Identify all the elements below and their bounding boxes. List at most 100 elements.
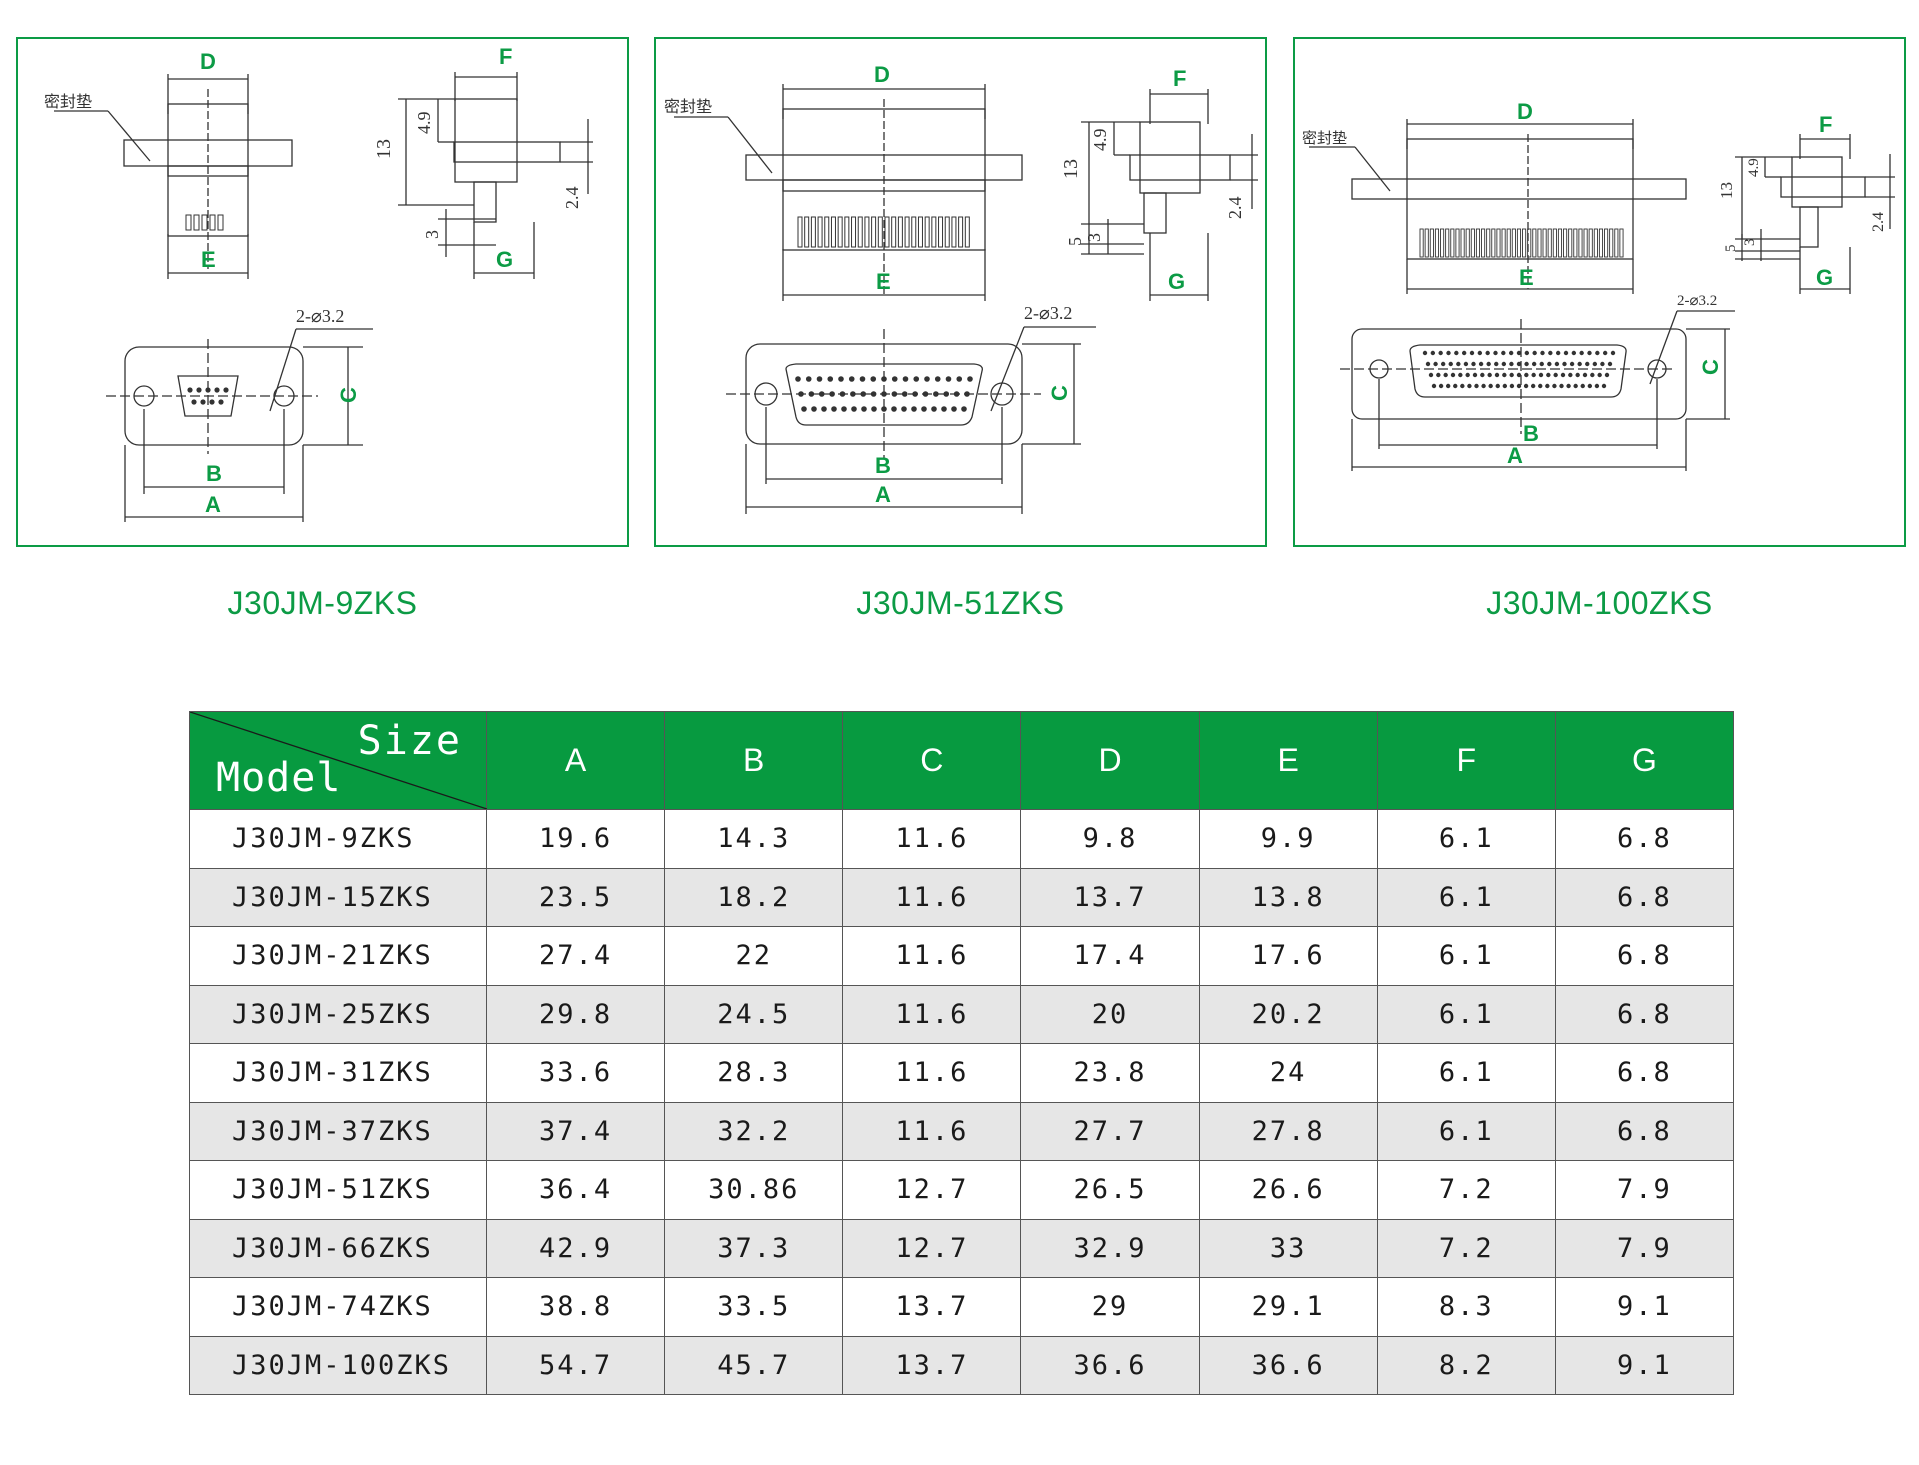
value-cell-f: 8.2 xyxy=(1376,1335,1556,1395)
model-cell: J30JM-25ZKS xyxy=(189,984,487,1044)
value-cell-d: 36.6 xyxy=(1020,1335,1200,1395)
value-cell-g: 6.8 xyxy=(1554,926,1735,986)
value-cell-g: 6.8 xyxy=(1554,809,1735,869)
value-cell-e: 33 xyxy=(1198,1218,1378,1278)
front-view: D E 密封垫 xyxy=(44,49,293,279)
bottom-view: 2-⌀3.2 C B A xyxy=(1340,293,1735,471)
model-cell: J30JM-9ZKS xyxy=(189,809,487,869)
value-cell-d: 20 xyxy=(1020,984,1200,1044)
value-cell-d: 27.7 xyxy=(1020,1101,1200,1161)
value-cell-a: 33.6 xyxy=(485,1043,666,1103)
value-cell-f: 6.1 xyxy=(1376,867,1556,927)
dim-e-label: E xyxy=(201,247,216,272)
value-cell-a: 36.4 xyxy=(485,1160,666,1220)
value-cell-g: 7.9 xyxy=(1554,1160,1735,1220)
value-cell-c: 11.6 xyxy=(842,1043,1022,1103)
value-cell-e: 24 xyxy=(1198,1043,1378,1103)
value-cell-a: 23.5 xyxy=(485,867,666,927)
model-cell: J30JM-74ZKS xyxy=(189,1277,487,1337)
model-heading: Model xyxy=(216,755,342,801)
value-cell-b: 45.7 xyxy=(664,1335,844,1395)
dim-g-label: G xyxy=(1816,265,1833,290)
value-cell-c: 12.7 xyxy=(842,1218,1022,1278)
col-header-d: D xyxy=(1020,711,1200,810)
side-dim-3: 3 xyxy=(422,230,442,239)
side-dim-2-4: 2.4 xyxy=(562,187,582,210)
value-cell-b: 33.5 xyxy=(664,1277,844,1337)
value-cell-a: 38.8 xyxy=(485,1277,666,1337)
side-view: F 13 4.9 2.4 5 3 G xyxy=(1060,66,1258,301)
value-cell-b: 30.86 xyxy=(664,1160,844,1220)
value-cell-d: 32.9 xyxy=(1020,1218,1200,1278)
value-cell-c: 11.6 xyxy=(842,1101,1022,1161)
col-header-e: E xyxy=(1198,711,1378,810)
value-cell-a: 37.4 xyxy=(485,1101,666,1161)
value-cell-c: 11.6 xyxy=(842,984,1022,1044)
value-cell-a: 19.6 xyxy=(485,809,666,869)
value-cell-d: 29 xyxy=(1020,1277,1200,1337)
col-header-a: A xyxy=(485,711,666,810)
value-cell-f: 6.1 xyxy=(1376,1043,1556,1103)
dim-b-label: B xyxy=(206,461,222,486)
model-cell: J30JM-31ZKS xyxy=(189,1043,487,1103)
side-dim-13: 13 xyxy=(1060,159,1082,179)
dim-d-label: D xyxy=(1517,99,1533,124)
value-cell-f: 7.2 xyxy=(1376,1218,1556,1278)
value-cell-d: 26.5 xyxy=(1020,1160,1200,1220)
bottom-view: 2-⌀3.2 C B A xyxy=(726,303,1096,514)
dim-d-label: D xyxy=(874,62,890,87)
value-cell-d: 13.7 xyxy=(1020,867,1200,927)
model-cell: J30JM-15ZKS xyxy=(189,867,487,927)
value-cell-b: 32.2 xyxy=(664,1101,844,1161)
value-cell-g: 9.1 xyxy=(1554,1277,1735,1337)
value-cell-c: 13.7 xyxy=(842,1277,1022,1337)
side-dim-3: 3 xyxy=(1084,233,1104,242)
value-cell-f: 6.1 xyxy=(1376,926,1556,986)
value-cell-e: 27.8 xyxy=(1198,1101,1378,1161)
side-dim-13: 13 xyxy=(1717,182,1736,199)
seal-gasket-note: 密封垫 xyxy=(1302,130,1347,147)
dim-g-label: G xyxy=(496,247,513,272)
drawing-panel-51: D E 密封垫 F 13 4.9 2.4 xyxy=(654,37,1267,547)
seal-gasket-note: 密封垫 xyxy=(664,98,712,116)
value-cell-a: 29.8 xyxy=(485,984,666,1044)
side-dim-5: 5 xyxy=(1723,245,1739,253)
table-header-row: Size Model A B C D E F G xyxy=(189,711,1735,810)
model-cell: J30JM-66ZKS xyxy=(189,1218,487,1278)
value-cell-c: 11.6 xyxy=(842,926,1022,986)
value-cell-a: 54.7 xyxy=(485,1335,666,1395)
front-view: D E 密封垫 xyxy=(664,62,1023,301)
side-dim-3: 3 xyxy=(1742,239,1758,247)
value-cell-d: 23.8 xyxy=(1020,1043,1200,1103)
value-cell-f: 6.1 xyxy=(1376,984,1556,1044)
model-caption: J30JM-100ZKS xyxy=(1486,585,1713,621)
dim-c-label: C xyxy=(1698,359,1723,375)
model-cell: J30JM-51ZKS xyxy=(189,1160,487,1220)
value-cell-e: 26.6 xyxy=(1198,1160,1378,1220)
value-cell-f: 7.2 xyxy=(1376,1160,1556,1220)
corner-header: Size Model xyxy=(189,711,487,810)
value-cell-f: 6.1 xyxy=(1376,809,1556,869)
value-cell-b: 24.5 xyxy=(664,984,844,1044)
col-header-f: F xyxy=(1376,711,1556,810)
value-cell-d: 17.4 xyxy=(1020,926,1200,986)
dim-c-label: C xyxy=(336,387,361,403)
dim-a-label: A xyxy=(1507,443,1523,468)
col-header-b: B xyxy=(664,711,844,810)
value-cell-c: 13.7 xyxy=(842,1335,1022,1395)
value-cell-a: 27.4 xyxy=(485,926,666,986)
value-cell-c: 12.7 xyxy=(842,1160,1022,1220)
size-heading: Size xyxy=(357,718,462,764)
mount-holes-note: 2-⌀3.2 xyxy=(1024,303,1072,323)
value-cell-f: 6.1 xyxy=(1376,1101,1556,1161)
